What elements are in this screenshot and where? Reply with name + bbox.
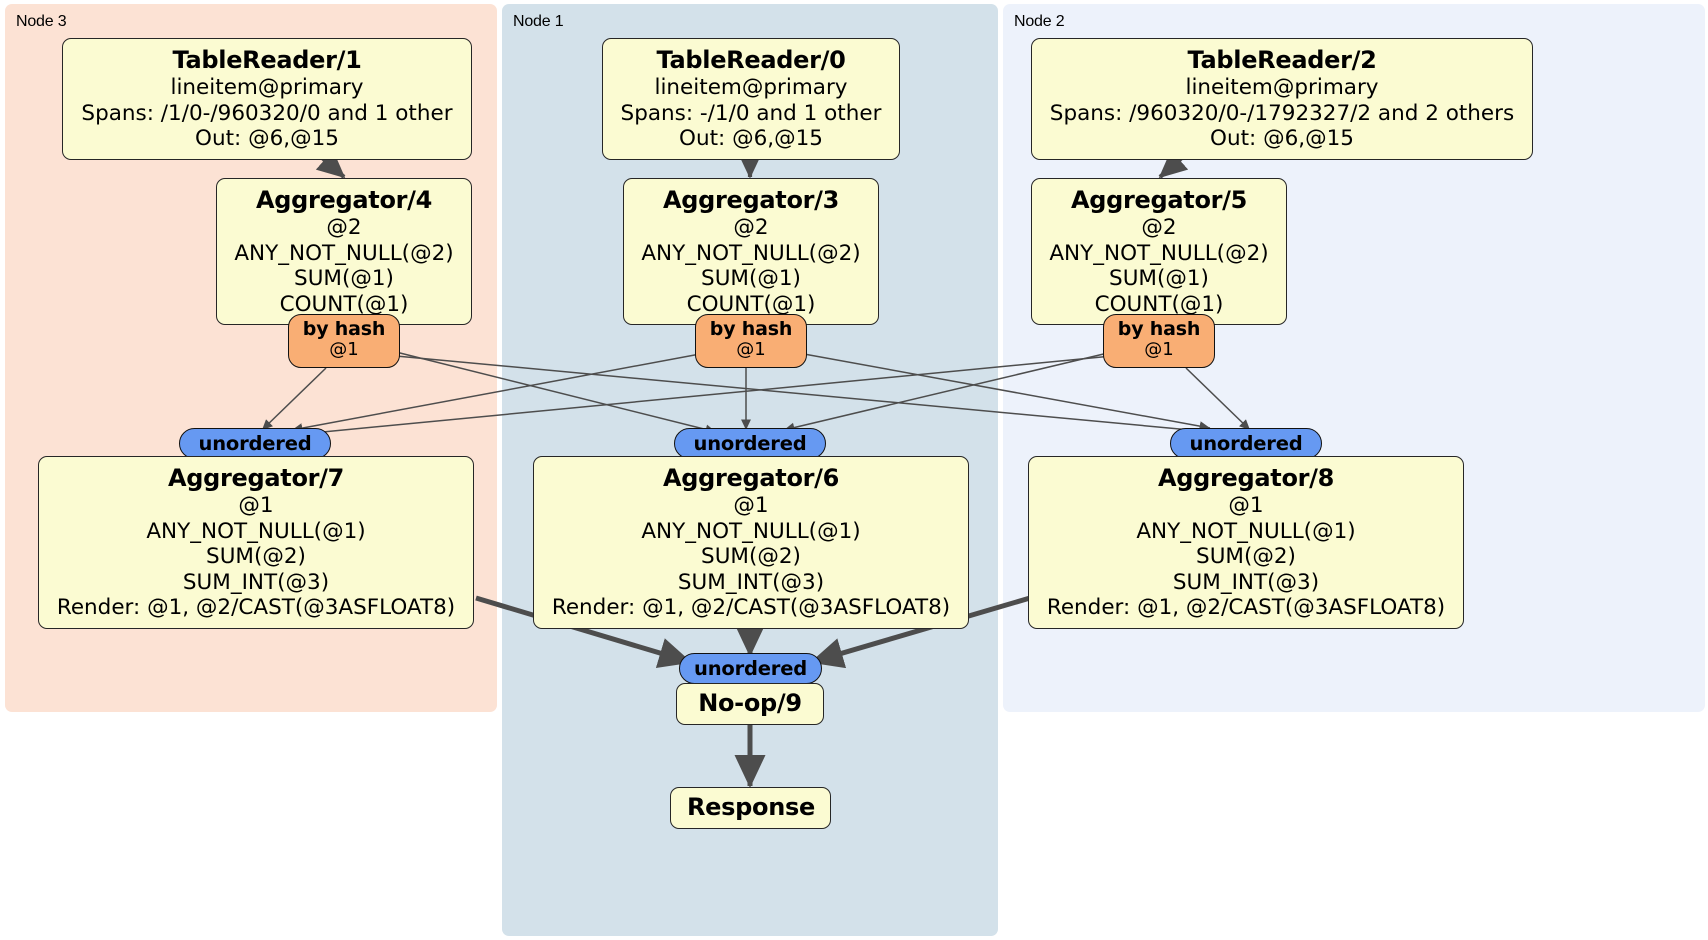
processor-tablereader-0[interactable]: TableReader/0 lineitem@primary Spans: -/…	[602, 38, 900, 160]
processor-title: Response	[687, 793, 815, 821]
processor-detail-line: @1	[1228, 493, 1264, 518]
processor-detail-line: lineitem@primary	[654, 75, 848, 100]
processor-aggregator-3[interactable]: Aggregator/3 @2 ANY_NOT_NULL(@2) SUM(@1)…	[623, 178, 879, 325]
processor-title: Aggregator/7	[167, 464, 345, 492]
processor-title: Aggregator/3	[662, 186, 840, 214]
edge-aggregator8-to-unordered-final	[810, 595, 1031, 669]
processor-aggregator-4[interactable]: Aggregator/4 @2 ANY_NOT_NULL(@2) SUM(@1)…	[216, 178, 472, 325]
processor-aggregator-5[interactable]: Aggregator/5 @2 ANY_NOT_NULL(@2) SUM(@1)…	[1031, 178, 1287, 325]
processor-detail-line: Spans: /1/0-/960320/0 and 1 other	[81, 100, 453, 126]
processor-response[interactable]: Response	[670, 787, 831, 829]
processor-aggregator-6[interactable]: Aggregator/6 @1 ANY_NOT_NULL(@1) SUM(@2)…	[533, 456, 969, 629]
processor-detail-line: SUM(@1)	[701, 266, 801, 291]
edge-hash3-to-unordered7	[291, 353, 701, 433]
router-column: @1	[1144, 339, 1174, 360]
processor-detail-line: SUM_INT(@3)	[182, 569, 330, 595]
processor-title: Aggregator/5	[1070, 186, 1248, 214]
processor-detail-line: ANY_NOT_NULL(@1)	[146, 518, 366, 544]
processor-title: TableReader/2	[1187, 46, 1377, 74]
processor-title: TableReader/0	[656, 46, 846, 74]
router-by-hash-aggregator5[interactable]: by hash @1	[1103, 314, 1215, 368]
processor-detail-line: SUM(@1)	[1109, 266, 1209, 291]
processor-detail-line: COUNT(@1)	[686, 291, 816, 317]
processor-detail-line: @2	[1141, 215, 1177, 240]
edge-hash4-to-unordered6	[395, 351, 717, 435]
processor-title: No-op/9	[698, 689, 802, 717]
processor-noop-9[interactable]: No-op/9	[676, 683, 824, 725]
processor-title: Aggregator/4	[255, 186, 433, 214]
router-unordered-aggregator7[interactable]: unordered	[179, 428, 331, 459]
router-label: by hash	[1117, 318, 1201, 340]
router-by-hash-aggregator4[interactable]: by hash @1	[288, 314, 400, 368]
processor-detail-line: SUM_INT(@3)	[677, 569, 825, 595]
processor-detail-line: @2	[326, 215, 362, 240]
processor-detail-line: SUM_INT(@3)	[1172, 569, 1320, 595]
processor-detail-line: ANY_NOT_NULL(@1)	[641, 518, 861, 544]
processor-detail-line: Out: @6,@15	[195, 126, 339, 151]
router-column: @1	[329, 339, 359, 360]
processor-detail-line: SUM(@2)	[701, 544, 801, 569]
router-unordered-final[interactable]: unordered	[679, 653, 822, 684]
router-column: @1	[736, 339, 766, 360]
processor-detail-line: COUNT(@1)	[1094, 291, 1224, 317]
router-label: unordered	[694, 657, 807, 680]
processor-title: TableReader/1	[172, 46, 362, 74]
edge-hash5-to-unordered7	[301, 355, 1113, 438]
processor-detail-line: @2	[733, 215, 769, 240]
processor-detail-line: Render: @1, @2/CAST(@3ASFLOAT8)	[1046, 595, 1446, 620]
processor-aggregator-8[interactable]: Aggregator/8 @1 ANY_NOT_NULL(@1) SUM(@2)…	[1028, 456, 1464, 629]
processor-title: Aggregator/6	[662, 464, 840, 492]
processor-detail-line: Spans: -/1/0 and 1 other	[620, 100, 882, 126]
router-label: by hash	[302, 318, 386, 340]
processor-detail-line: Render: @1, @2/CAST(@3ASFLOAT8)	[551, 595, 951, 620]
edge-hash4-to-unordered8	[395, 355, 1213, 436]
processor-detail-line: SUM(@2)	[206, 544, 306, 569]
router-label: by hash	[709, 318, 793, 340]
processor-detail-line: ANY_NOT_NULL(@1)	[1136, 518, 1356, 544]
processor-detail-line: ANY_NOT_NULL(@2)	[641, 240, 861, 266]
processor-detail-line: Render: @1, @2/CAST(@3ASFLOAT8)	[56, 595, 456, 620]
processor-detail-line: ANY_NOT_NULL(@2)	[234, 240, 454, 266]
router-unordered-aggregator8[interactable]: unordered	[1170, 428, 1322, 459]
processor-tablereader-2[interactable]: TableReader/2 lineitem@primary Spans: /9…	[1031, 38, 1533, 160]
node-panel-label-node3: Node 3	[16, 13, 67, 30]
router-unordered-aggregator6[interactable]: unordered	[674, 428, 826, 459]
processor-detail-line: SUM(@2)	[1196, 544, 1296, 569]
processor-tablereader-1[interactable]: TableReader/1 lineitem@primary Spans: /1…	[62, 38, 472, 160]
processor-detail-line: ANY_NOT_NULL(@2)	[1049, 240, 1269, 266]
processor-aggregator-7[interactable]: Aggregator/7 @1 ANY_NOT_NULL(@1) SUM(@2)…	[38, 456, 474, 629]
processor-detail-line: @1	[733, 493, 769, 518]
edge-hash5-to-unordered8	[1185, 367, 1251, 431]
router-label: unordered	[198, 432, 312, 455]
router-by-hash-aggregator3[interactable]: by hash @1	[695, 314, 807, 368]
edge-aggregator7-to-unordered-final	[475, 595, 692, 668]
processor-detail-line: Out: @6,@15	[679, 126, 823, 151]
edge-hash4-to-unordered7	[261, 367, 327, 431]
processor-detail-line: Out: @6,@15	[1210, 126, 1354, 151]
edge-hash3-to-unordered8	[803, 353, 1211, 431]
processor-detail-line: lineitem@primary	[1185, 75, 1379, 100]
processor-detail-line: Spans: /960320/0-/1792327/2 and 2 others	[1049, 100, 1515, 126]
node-panel-label-node1: Node 1	[513, 13, 564, 30]
processor-title: Aggregator/8	[1157, 464, 1335, 492]
node-panel-label-node2: Node 2	[1014, 13, 1065, 30]
processor-detail-line: lineitem@primary	[170, 75, 364, 100]
router-label: unordered	[693, 432, 807, 455]
processor-detail-line: COUNT(@1)	[279, 291, 409, 317]
processor-detail-line: @1	[238, 493, 274, 518]
processor-detail-line: SUM(@1)	[294, 266, 394, 291]
router-label: unordered	[1189, 432, 1303, 455]
edge-hash5-to-unordered6	[783, 351, 1113, 433]
